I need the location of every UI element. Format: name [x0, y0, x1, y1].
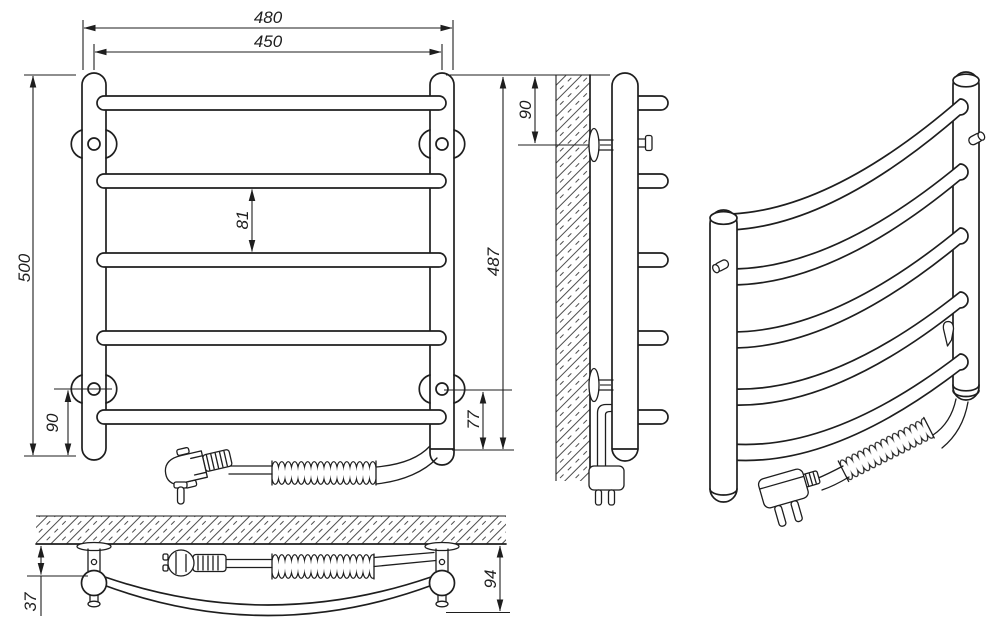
bottom-coil [271, 553, 375, 580]
persp-power-cord [757, 398, 969, 527]
side-post [611, 72, 639, 462]
persp-plug [757, 468, 821, 527]
persp-left-peg [712, 259, 730, 274]
dim-wall-to-post-axis: 37 [21, 592, 40, 611]
dim-rail-spacing: 81 [233, 211, 252, 230]
bottom-extension-lines [27, 575, 510, 616]
dim-wall-to-front-depth: 94 [481, 570, 500, 589]
perspective-view [709, 71, 986, 527]
bottom-bow-rail [102, 576, 434, 617]
persp-lower-bracket-hook [942, 320, 955, 347]
dim-bracket-to-cable-outlet: 77 [464, 410, 483, 429]
front-view: 480 450 500 90 81 77 487 [15, 8, 610, 505]
front-right-post [429, 72, 455, 466]
dim-rail-centers-width: 450 [254, 32, 283, 51]
dim-top-to-bracket: 90 [516, 100, 535, 119]
front-rails [96, 95, 447, 425]
front-plug [164, 446, 233, 505]
dim-overall-height: 500 [15, 253, 34, 282]
persp-right-peg [968, 131, 986, 146]
side-view: 90 [516, 72, 669, 506]
bottom-power-cord [162, 549, 437, 580]
side-air-vent-valve [637, 134, 653, 152]
front-extension-lines [24, 20, 610, 457]
front-dimension-lines [29, 24, 507, 456]
dim-overall-width: 480 [254, 8, 283, 27]
persp-left-post [709, 209, 738, 503]
bottom-wall-hatch [35, 515, 507, 545]
dim-bracket-to-bottom: 90 [43, 413, 62, 432]
bottom-dimension-lines [37, 545, 504, 612]
bottom-plug [162, 549, 227, 577]
persp-rails [723, 98, 969, 462]
side-wall-brackets [588, 127, 614, 403]
front-coil [271, 460, 377, 486]
bottom-left-mount [76, 541, 112, 608]
side-plug [588, 465, 625, 491]
front-wall-brackets [70, 129, 466, 404]
side-wall-hatch [555, 74, 591, 482]
front-power-cord [164, 445, 438, 505]
bottom-right-mount [424, 541, 460, 608]
bottom-view: 37 94 [21, 515, 510, 617]
dim-height-to-cable-outlet: 487 [484, 247, 503, 276]
side-cable-conduit [588, 403, 625, 506]
